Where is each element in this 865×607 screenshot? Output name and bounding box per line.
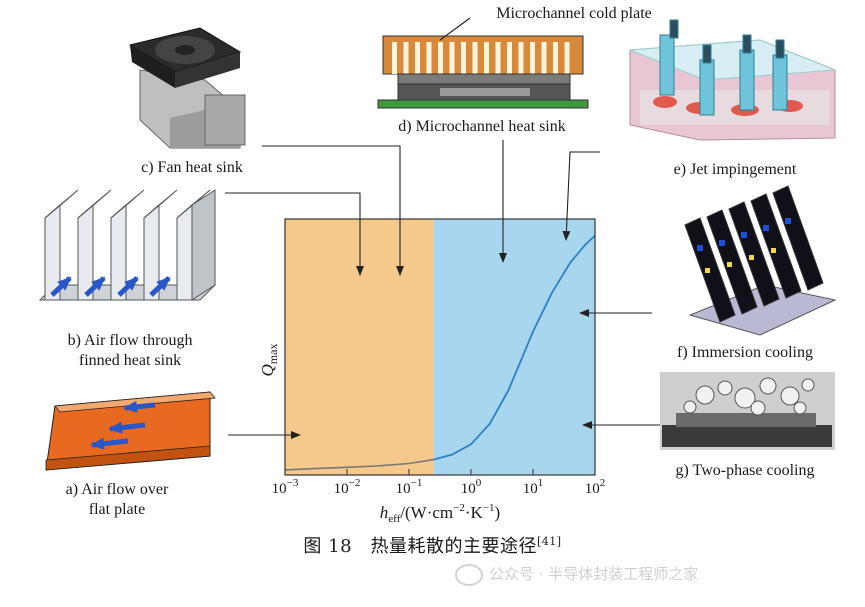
label-d-top: Microchannel cold plate: [496, 5, 652, 22]
y-axis-label: Qmax: [258, 344, 280, 377]
airflow-arrow-icons-fins: [50, 276, 171, 297]
x-axis-label: heff/(W·cm−2·K−1): [380, 502, 500, 525]
jet-impingement-illustration: [629, 19, 836, 141]
label-g: g) Two-phase cooling: [676, 462, 815, 479]
x-tick-label-2: 10−1: [396, 477, 423, 497]
microchannel-heat-sink-illustration: [377, 17, 589, 109]
fan-heat-sink-illustration: [128, 27, 246, 149]
qmax-chart: 10−3 10−2 10−1 100 101 102 Qmax heff/(W·cm−2·…: [258, 218, 606, 525]
x-tick-label-3: 100: [461, 477, 482, 497]
leader-b: [225, 192, 364, 276]
watermark: 公众号 · 半导体封装工程师之家: [455, 563, 698, 586]
label-b-line1: b) Air flow through: [68, 332, 193, 349]
airflow-arrow-icons: [90, 400, 156, 450]
curve-low-segment: [284, 458, 434, 471]
cold-plate-pointer: [439, 17, 471, 41]
label-a-line2: flat plate: [89, 501, 145, 518]
x-tick-label-4: 101: [523, 477, 544, 497]
chart-region-0: [285, 219, 434, 475]
label-f: f) Immersion cooling: [677, 344, 813, 361]
curve-layer: [284, 234, 596, 471]
curve-high-segment: [433, 234, 596, 461]
label-d: d) Microchannel heat sink: [398, 118, 566, 135]
label-e: e) Jet impingement: [674, 161, 797, 178]
leader-lines: [225, 140, 660, 439]
label-a-line1: a) Air flow over: [66, 481, 169, 498]
immersion-cooling-illustration: [684, 185, 837, 336]
x-tick-label-1: 10−2: [334, 477, 361, 497]
flat-plate-illustration: [45, 391, 216, 471]
caption-reference: [41]: [537, 535, 562, 548]
watermark-text: 公众号 · 半导体封装工程师之家: [489, 565, 699, 583]
leader-e: [562, 151, 600, 241]
x-ticks: 10−3 10−2 10−1 100 101 102: [272, 469, 606, 497]
label-b-line2: finned heat sink: [79, 352, 181, 369]
chart-region-1: [433, 219, 595, 475]
x-tick-label-5: 102: [585, 477, 606, 497]
caption-text: 图 18 热量耗散的主要途径: [303, 536, 538, 557]
finned-heat-sink-illustration: [38, 189, 217, 301]
label-c: c) Fan heat sink: [141, 159, 243, 176]
wechat-icon: [455, 563, 483, 586]
two-phase-cooling-illustration: [660, 372, 835, 450]
x-tick-label-0: 10−3: [272, 477, 299, 497]
leader-c: [262, 145, 404, 276]
illustration-labels: a) Air flow over flat plate b) Air flow …: [66, 5, 815, 518]
chart-regions: [285, 219, 595, 475]
plot-frame: [284, 218, 596, 476]
figure-caption: 图 18 热量耗散的主要途径[41]: [0, 532, 865, 558]
